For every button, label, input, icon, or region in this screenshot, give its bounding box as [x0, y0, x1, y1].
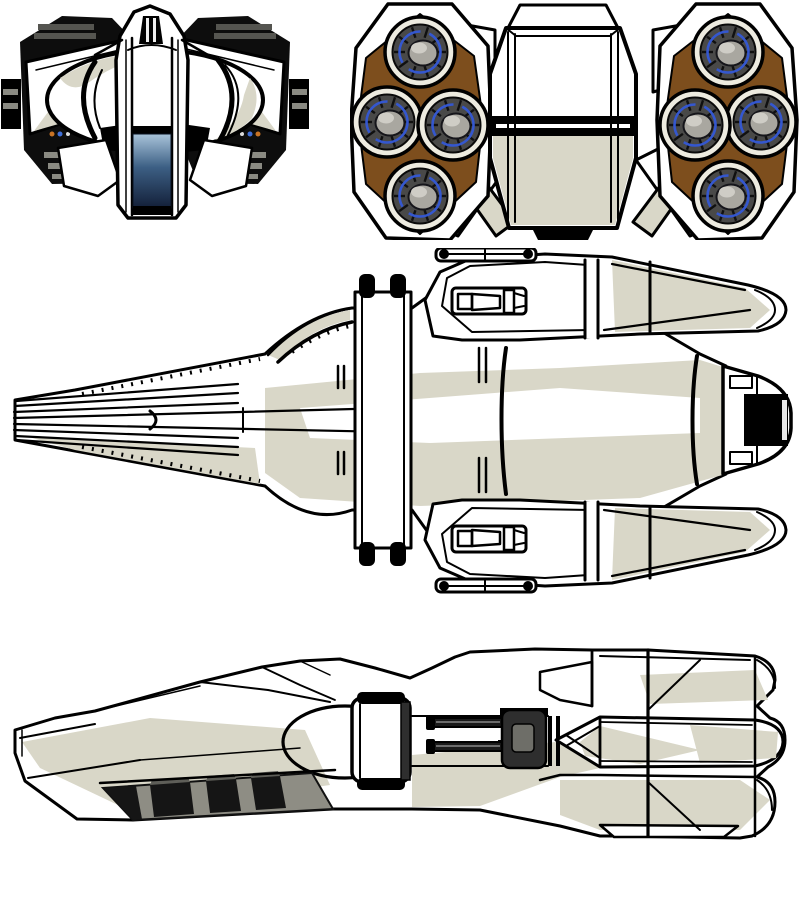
rear-engine-cluster-left — [350, 2, 493, 240]
top-engine-pod-lower — [423, 498, 788, 594]
side-engine-pod — [538, 648, 785, 839]
top-collar-ring — [353, 274, 413, 566]
rear-engine-cluster-right — [655, 2, 799, 240]
side-pod-mid-band — [554, 715, 785, 769]
top-rear-block — [721, 364, 793, 476]
top-gun-greeble-upper — [450, 286, 528, 316]
rear-view — [350, 2, 799, 240]
side-collar-ring — [350, 692, 412, 790]
front-right-nub — [289, 79, 309, 129]
top-gun-greeble-lower — [450, 524, 528, 554]
front-central-fork — [93, 4, 210, 220]
rear-central-hull — [488, 3, 638, 240]
front-engine-glow — [132, 133, 172, 209]
side-pod-lower-band — [538, 773, 770, 839]
top-antenna-rail-lower — [434, 577, 538, 594]
front-left-nub — [1, 79, 21, 129]
front-cockpit-slit — [139, 16, 163, 44]
front-skirt-right — [188, 138, 254, 198]
front-skirt-left — [56, 138, 122, 198]
front-view — [1, 4, 309, 220]
top-nose-plating — [12, 382, 394, 457]
side-underside-vents — [98, 768, 337, 822]
top-antenna-rail-upper — [434, 248, 538, 263]
side-view — [13, 647, 787, 840]
top-view — [12, 248, 793, 594]
top-engine-pod-upper — [423, 248, 788, 342]
top-body-seams — [336, 346, 699, 496]
rear-hull-foot — [532, 228, 594, 240]
